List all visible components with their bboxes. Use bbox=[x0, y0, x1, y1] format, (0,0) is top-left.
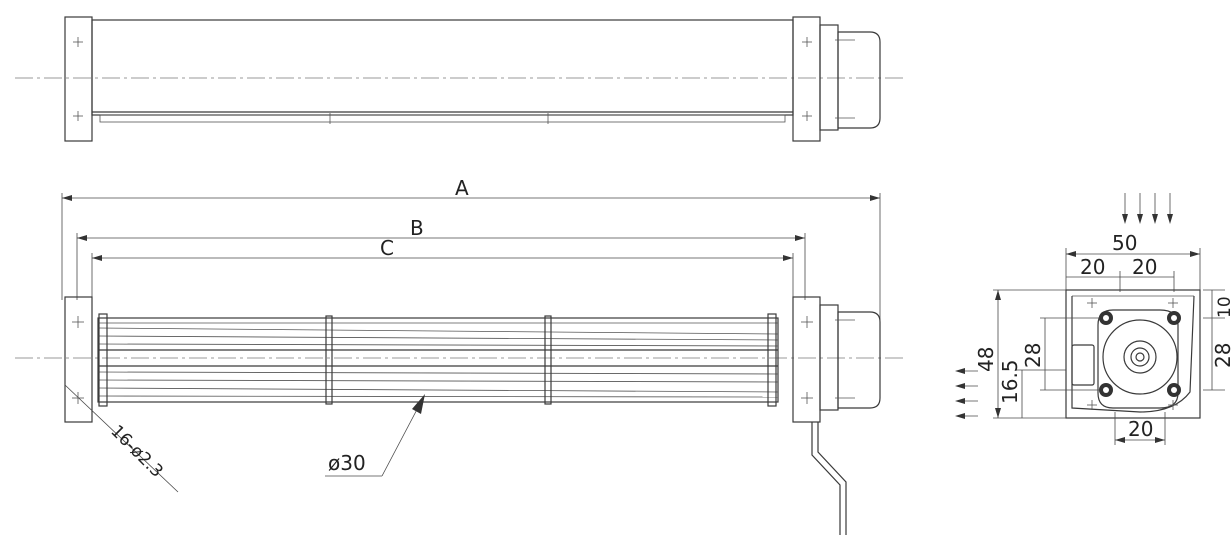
front-view-motor-bracket bbox=[819, 304, 839, 411]
top-view-housing bbox=[91, 19, 794, 116]
side-height-label: 48 bbox=[974, 347, 998, 372]
front-view-left-end-plate bbox=[64, 296, 93, 423]
dimension-a-label: A bbox=[455, 176, 469, 200]
front-view: A B C bbox=[15, 176, 905, 535]
top-view-motor-bracket bbox=[819, 24, 839, 131]
shaft-icon bbox=[1130, 347, 1150, 367]
diameter-leader bbox=[381, 399, 423, 477]
impeller bbox=[97, 313, 779, 407]
side-view-scroll bbox=[1071, 295, 1195, 413]
mounting-hole-icon bbox=[72, 316, 813, 404]
mounting-hole-icon bbox=[73, 37, 812, 121]
top-view bbox=[15, 16, 905, 142]
top-view-right-end-plate bbox=[792, 16, 821, 142]
outflow-arrows bbox=[955, 368, 978, 419]
side-left-span-label: 28 bbox=[1021, 343, 1045, 368]
holes-label: 16-ø2.3 bbox=[106, 421, 166, 481]
motor-housing-circle bbox=[1102, 319, 1178, 395]
dimension-c-label: C bbox=[380, 236, 394, 260]
top-view-motor bbox=[837, 31, 881, 129]
top-view-rotor-strip bbox=[99, 114, 786, 123]
side-right-pitch-label: 20 bbox=[1132, 255, 1157, 279]
side-view: 50 20 20 bbox=[955, 193, 1232, 445]
power-cable bbox=[811, 422, 841, 535]
top-view-left-end-plate bbox=[64, 16, 93, 142]
side-bottom-pitch-label: 20 bbox=[1128, 417, 1153, 441]
holes-leader bbox=[64, 384, 179, 493]
flange-hole-icon bbox=[1099, 311, 1181, 397]
side-left-pitch-label: 20 bbox=[1080, 255, 1105, 279]
side-top-offset-label: 10 bbox=[1215, 296, 1232, 318]
front-view-motor bbox=[837, 311, 881, 409]
side-outlet-height-label: 16.5 bbox=[998, 359, 1022, 404]
side-view-housing bbox=[1065, 289, 1201, 419]
side-width-label: 50 bbox=[1112, 231, 1137, 255]
dimension-b-label: B bbox=[410, 216, 424, 240]
side-view-slot bbox=[1071, 344, 1095, 386]
inflow-arrows bbox=[1122, 193, 1173, 224]
mounting-hole-icon bbox=[1087, 298, 1178, 410]
diameter-label: ø30 bbox=[328, 451, 366, 475]
side-right-span-label: 28 bbox=[1211, 343, 1232, 368]
front-view-right-end-plate bbox=[792, 296, 821, 423]
